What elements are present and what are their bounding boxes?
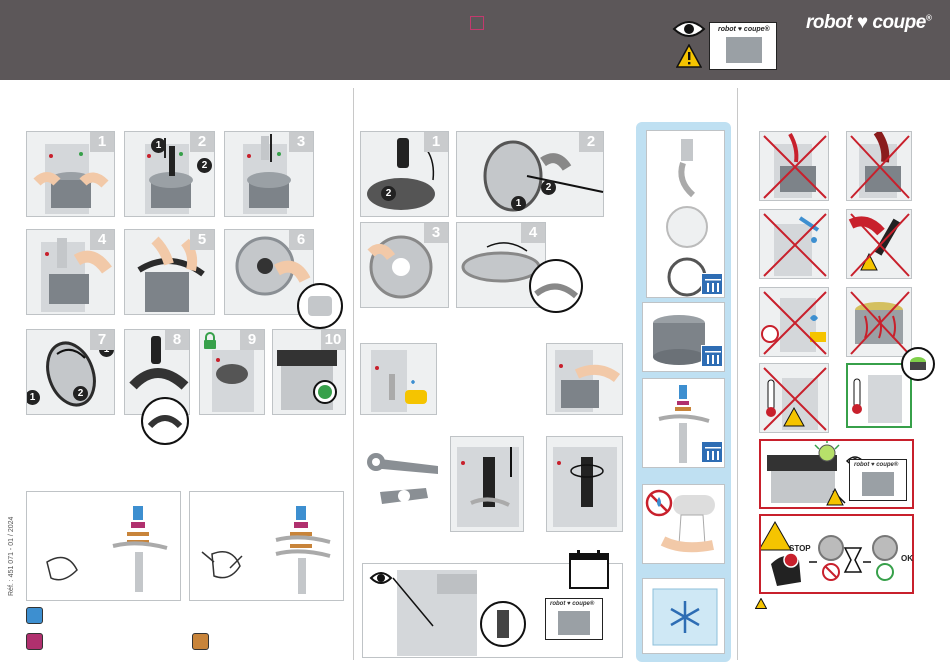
callout-badge: 1 (151, 138, 166, 153)
step-number: 4 (521, 223, 545, 243)
step-panel-1: 1 (26, 131, 115, 217)
step-number: 1 (424, 132, 448, 152)
manual-title: robot ♥ coupe® (854, 462, 898, 468)
machine-illustration (547, 344, 623, 415)
step-number: 10 (321, 330, 345, 350)
callout-badge: 2 (381, 186, 396, 201)
header-marker (470, 16, 484, 30)
brand-logo: robot ♥ coupe® (806, 12, 931, 34)
wiping-illustration (643, 485, 726, 565)
step-number: 3 (289, 132, 313, 152)
clean-motor-base-panel (360, 343, 437, 415)
manual-cover-image (862, 472, 894, 496)
detail-zoom-circle (296, 282, 344, 330)
step-panel-7: 1 2 1 7 (26, 329, 115, 415)
ok-label: OK (901, 554, 913, 563)
bowl-dishwasher-panel (642, 302, 725, 372)
warning-icon (676, 44, 702, 68)
step-number: 8 (165, 330, 189, 350)
user-manual-thumbnail: robot ♥ coupe® (709, 22, 777, 70)
cleaning-step-3: 3 (360, 222, 449, 308)
signal-light-warning: robot ♥ coupe® (759, 439, 914, 509)
stop-procedure-box: STOP OK (759, 514, 914, 594)
lock-icon (202, 332, 218, 350)
dishwasher-icon (701, 345, 723, 367)
dry-wipe-panel (642, 484, 725, 564)
step-number: 7 (90, 330, 114, 350)
forbidden-water-jet (759, 209, 829, 279)
step-number: 3 (424, 223, 448, 243)
warning-icon (755, 598, 767, 609)
forbidden-chemical (846, 209, 912, 279)
step-panel-5: 5 (124, 229, 215, 315)
blade-assembly-panel-2 (189, 491, 344, 601)
step-panel-10: 10 (272, 329, 346, 415)
detail-zoom-circle (140, 396, 190, 446)
detail-zoom-circle (900, 346, 936, 382)
step-number: 6 (289, 230, 313, 250)
forbidden-plug-water (759, 287, 829, 357)
callout-badge: 2 (197, 158, 212, 173)
forbidden-illustration (760, 288, 830, 358)
dishwasher-icon (701, 441, 723, 463)
forbidden-illustration (847, 210, 913, 280)
freezer-storage-panel (642, 578, 725, 654)
stop-procedure-illustration (761, 516, 912, 592)
eye-icon (672, 18, 706, 40)
cleaning-methods-column (636, 122, 731, 662)
detail-zoom-circle (528, 258, 584, 314)
cleaning-step-1: 2 1 (360, 131, 449, 217)
step-number: 1 (90, 132, 114, 152)
parts-dishwasher-panel (646, 130, 725, 298)
stop-label: STOP (789, 544, 811, 553)
logo-text: robot ♥ coupe (806, 12, 926, 33)
manual-title: robot ♥ coupe® (718, 26, 770, 33)
callout-badge: 2 (73, 386, 88, 401)
user-manual-thumbnail: robot ♥ coupe® (545, 598, 603, 640)
logo-registered: ® (926, 14, 931, 23)
blade-illustration (451, 437, 524, 532)
forbidden-hot-liquid (759, 131, 829, 201)
snowflake-icon (643, 579, 726, 655)
user-manual-thumbnail: robot ♥ coupe® (849, 459, 907, 501)
step-number: 9 (240, 330, 264, 350)
forbidden-overheat (759, 363, 829, 433)
blade-removal-panel-2 (546, 436, 623, 532)
forbidden-illustration (760, 132, 830, 202)
machine-illustration (361, 344, 437, 415)
step-panel-4: 4 (26, 229, 115, 315)
legend-swatch-magenta (26, 633, 43, 650)
step-panel-2: 1 2 2 (124, 131, 215, 217)
blade-dishwasher-panel (642, 378, 725, 468)
blade-illustration (190, 492, 344, 601)
step-number: 4 (90, 230, 114, 250)
callout-badge: 2 (541, 180, 556, 195)
legend-swatch-blue (26, 607, 43, 624)
blade-illustration (547, 437, 623, 532)
dishwasher-icon (701, 273, 723, 295)
callout-badge: 1 (511, 196, 526, 211)
cleaning-step-2: 2 1 2 (456, 131, 604, 217)
forbidden-pouring (846, 131, 912, 201)
forbidden-illustration (847, 132, 913, 202)
step-number: 5 (190, 230, 214, 250)
step-panel-3: 3 (224, 131, 314, 217)
manual-title: robot ♥ coupe® (550, 601, 594, 607)
spanner-tools (366, 448, 442, 520)
document-reference: Réf. : 451 071 - 01 / 2024 (8, 584, 78, 596)
manual-cover-image (726, 37, 762, 63)
legend-swatch-orange (192, 633, 209, 650)
step-number: 2 (579, 132, 603, 152)
step-panel-9: 9 (199, 329, 265, 415)
calendar-icon (568, 548, 610, 590)
forbidden-illustration (760, 364, 830, 434)
divider-1 (353, 88, 354, 660)
step-number: 2 (190, 132, 214, 152)
clean-bowl-panel (546, 343, 623, 415)
manual-cover-image (558, 611, 590, 635)
blade-removal-panel-1 (450, 436, 524, 532)
header-bar: robot ♥ coupe® robot ♥ coupe® (0, 0, 950, 80)
forbidden-illustration (760, 210, 830, 280)
divider-2 (737, 88, 738, 660)
